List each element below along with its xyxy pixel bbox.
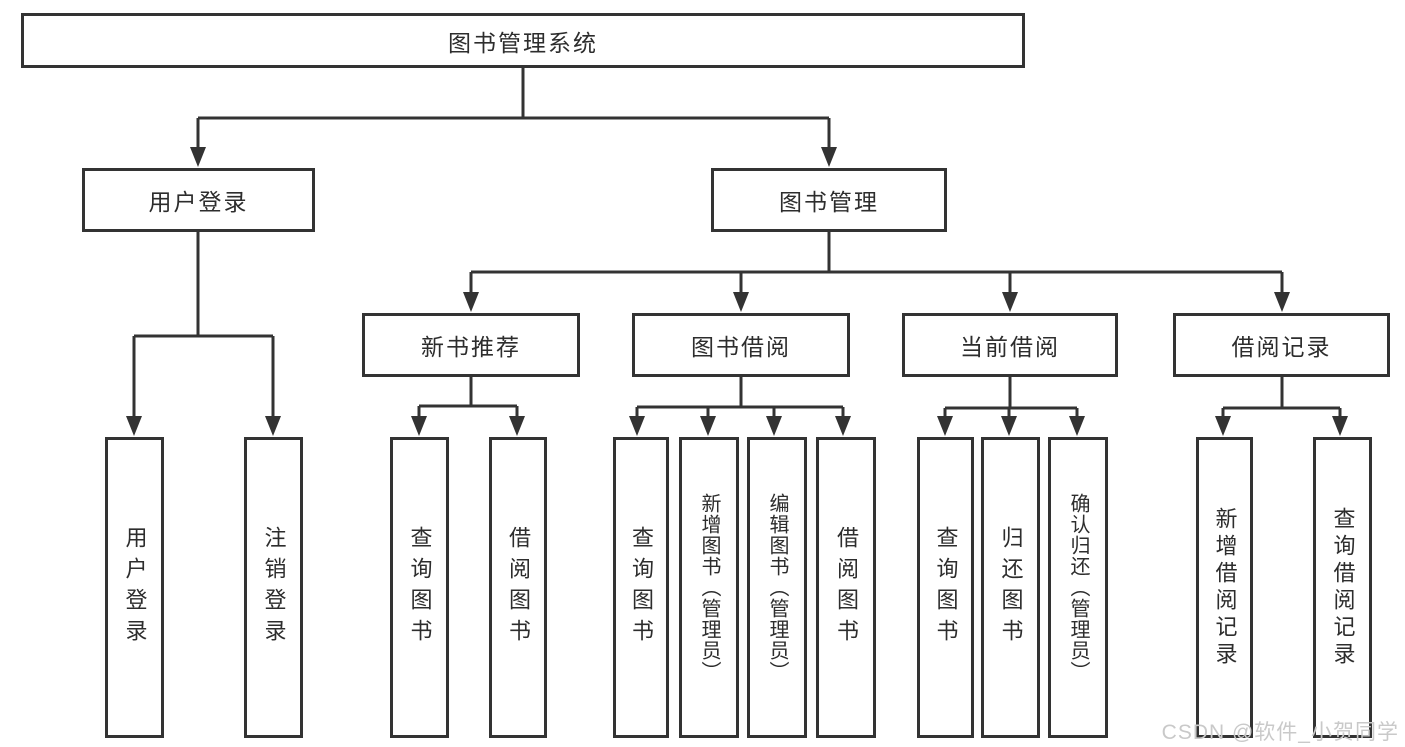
node-borrowing-records: 借阅记录 (1173, 313, 1390, 377)
node-label: 借阅记录 (1231, 334, 1332, 360)
leaf-user-login: 用户登录 (105, 437, 164, 738)
leaf-add-borrow-record: 新增借阅记录 (1196, 437, 1253, 738)
connector-line (635, 377, 845, 417)
connector-borrow-record-children (1215, 377, 1348, 436)
leaf-borrow-books-recommend: 借阅图书 (489, 437, 547, 738)
node-label: 新增借阅记录 (1212, 506, 1238, 669)
leaf-query-borrow-record: 查询借阅记录 (1313, 437, 1372, 738)
arrow-down-icon (411, 416, 525, 436)
node-current-borrowing: 当前借阅 (902, 313, 1118, 377)
leaf-add-book-admin: 新增图书（管理员） (679, 437, 739, 738)
leaf-logout: 注销登录 (244, 437, 303, 738)
node-label: 用户登录 (148, 189, 249, 215)
node-label: 图书借阅 (691, 334, 791, 360)
node-label: 当前借阅 (960, 334, 1060, 360)
connector-line (132, 232, 275, 417)
node-book-management: 图书管理 (711, 168, 947, 232)
arrow-down-icon (937, 416, 1085, 436)
connector-user-login-children (126, 232, 281, 436)
leaf-edit-book-admin: 编辑图书（管理员） (747, 437, 807, 738)
node-user-login: 用户登录 (82, 168, 315, 232)
arrow-down-icon (190, 147, 837, 167)
node-book-borrowing: 图书借阅 (632, 313, 850, 377)
node-label: 查询借阅记录 (1330, 506, 1356, 669)
node-label: 借阅图书 (506, 525, 531, 650)
node-label: 注销登录 (261, 525, 287, 650)
leaf-return-book: 归还图书 (981, 437, 1040, 738)
connector-root-to-level2 (190, 68, 837, 167)
leaf-confirm-return-admin: 确认归还（管理员） (1048, 437, 1108, 738)
node-label: 新书推荐 (421, 334, 521, 360)
arrow-down-icon (126, 416, 281, 436)
node-label: 归还图书 (998, 525, 1024, 650)
csdn-watermark: CSDN @软件_小贺同学 (1161, 721, 1399, 744)
connector-book-borrow-children (629, 377, 851, 436)
node-library-management-system: 图书管理系统 (21, 13, 1025, 68)
leaf-query-books-recommend: 查询图书 (390, 437, 449, 738)
connector-line (196, 68, 831, 148)
node-new-book-recommend: 新书推荐 (362, 313, 580, 377)
connector-book-management-children (463, 232, 1290, 312)
arrow-down-icon (463, 292, 1290, 312)
node-label: 新增图书（管理员） (698, 493, 720, 682)
connector-new-book-children (411, 377, 525, 436)
node-label: 编辑图书（管理员） (766, 493, 788, 682)
connector-line (469, 232, 1284, 293)
connector-line (943, 377, 1079, 417)
node-label: 用户登录 (122, 525, 148, 650)
leaf-query-books-borrow: 查询图书 (613, 437, 669, 738)
leaf-borrow-books: 借阅图书 (816, 437, 876, 738)
node-label: 确认归还（管理员） (1067, 493, 1089, 682)
connector-current-borrow-children (937, 377, 1085, 436)
node-label: 查询图书 (933, 525, 959, 650)
node-label: 图书管理系统 (448, 29, 598, 56)
connector-line (1221, 377, 1342, 417)
connector-line (417, 377, 519, 417)
arrow-down-icon (1215, 416, 1348, 436)
arrow-down-icon (629, 416, 851, 436)
node-label: 借阅图书 (834, 525, 859, 650)
leaf-query-books-current: 查询图书 (917, 437, 974, 738)
node-label: 图书管理 (779, 189, 879, 215)
node-label: 查询图书 (407, 525, 433, 650)
node-label: 查询图书 (629, 525, 654, 650)
